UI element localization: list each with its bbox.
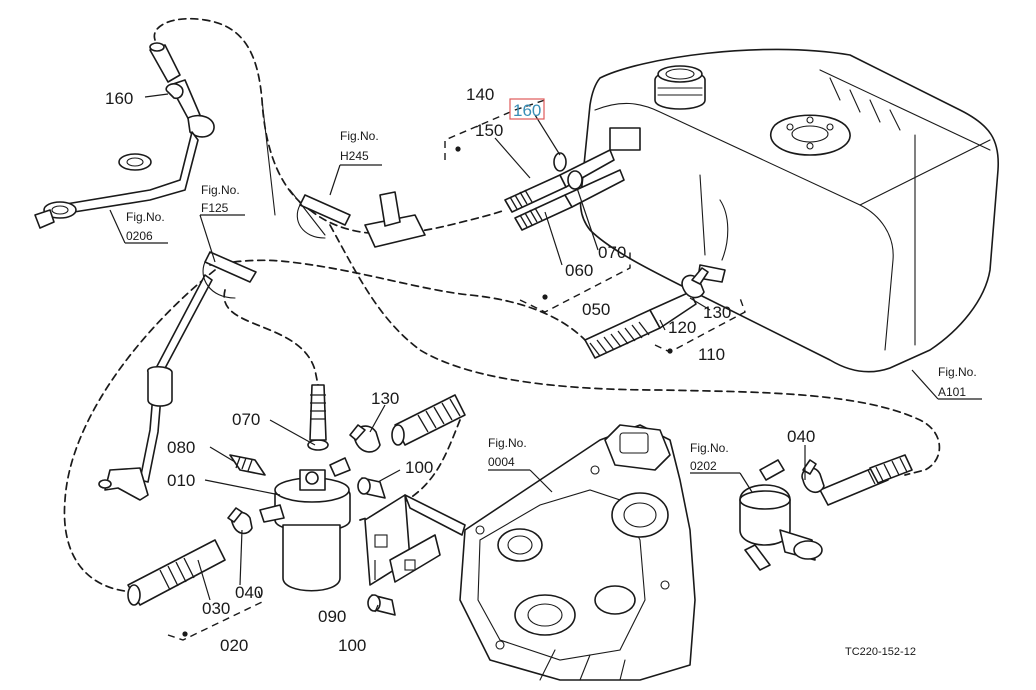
drawing-code: TC220-152-12 [845, 646, 916, 658]
label-120: 120 [668, 318, 696, 337]
highlight-box [509, 98, 545, 120]
label-160-highlight: 160 [513, 101, 541, 120]
pipe-clamps [202, 99, 426, 299]
label-040-left: 040 [787, 427, 815, 446]
fig-a101-code: A101 [938, 385, 966, 399]
part-labels: 160 160 140 150 070 060 050 130 120 110 … [105, 85, 815, 655]
fig-h245-title: Fig.No. [340, 129, 379, 143]
fig-a101-title: Fig.No. [938, 365, 977, 379]
return-pipe-assembly [34, 42, 215, 501]
fuel-hose-filter-inlet [349, 394, 466, 453]
label-100-bottom: 100 [338, 636, 366, 655]
label-080: 080 [167, 438, 195, 457]
label-040-right: 040 [235, 583, 263, 602]
fig-0004-title: Fig.No. [488, 436, 527, 450]
label-160-top: 160 [105, 89, 133, 108]
filter-bracket [357, 477, 466, 616]
fig-0206-code: 0206 [126, 229, 153, 243]
fuel-tank [579, 48, 1000, 373]
label-130-right: 130 [703, 303, 731, 322]
group-brackets [167, 99, 746, 641]
fig-f125-code: F125 [201, 201, 229, 215]
fig-f125-title: Fig.No. [201, 183, 240, 197]
bracket-140 [444, 99, 546, 160]
label-100-right: 100 [405, 458, 433, 477]
label-150: 150 [475, 121, 503, 140]
fuel-filter [229, 384, 351, 592]
label-010: 010 [167, 471, 195, 490]
reference-dots [182, 146, 673, 637]
label-030: 030 [202, 599, 230, 618]
fuel-hose-120 [584, 267, 709, 359]
label-140: 140 [466, 85, 494, 104]
gear-case [459, 424, 696, 681]
bracket-020 [167, 589, 263, 641]
label-060: 060 [565, 261, 593, 280]
figure-references: Fig.No. H245 Fig.No. F125 Fig.No. 0206 F… [126, 129, 977, 473]
label-050: 050 [582, 300, 610, 319]
label-020: 020 [220, 636, 248, 655]
fig-0202-code: 0202 [690, 459, 717, 473]
fuel-pump [739, 454, 913, 571]
label-070-top: 070 [598, 243, 626, 262]
label-110: 110 [698, 345, 725, 364]
fig-0004-code: 0004 [488, 455, 515, 469]
bracket-110 [654, 297, 746, 353]
bracket-050 [519, 250, 631, 313]
fig-h245-code: H245 [340, 149, 369, 163]
fuel-hose-030 [127, 507, 253, 606]
fig-0206-title: Fig.No. [126, 210, 165, 224]
label-070-mid: 070 [232, 410, 260, 429]
label-090: 090 [318, 607, 346, 626]
label-130-mid: 130 [371, 389, 399, 408]
leader-lines [109, 93, 982, 613]
fig-0202-title: Fig.No. [690, 441, 729, 455]
